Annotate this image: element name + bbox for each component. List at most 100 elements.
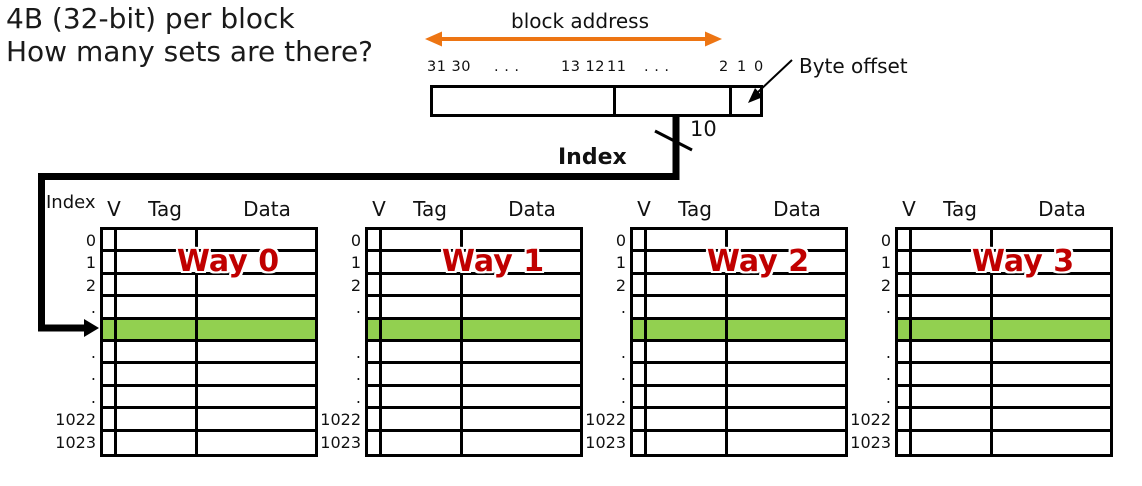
row-index-label: 2 <box>880 275 891 295</box>
data-cell <box>993 297 1110 316</box>
tag-cell <box>117 341 198 362</box>
tag-cell <box>912 364 993 384</box>
valid-cell <box>368 364 382 384</box>
row-index-label: 0 <box>880 231 891 250</box>
valid-cell <box>898 431 912 454</box>
cache-row <box>368 409 580 432</box>
row-index-label: . <box>355 387 361 407</box>
data-cell <box>728 409 845 428</box>
tag-cell <box>382 386 463 407</box>
valid-cell <box>633 386 647 407</box>
tag-cell <box>647 319 728 339</box>
data-cell <box>198 409 315 428</box>
cache-row <box>368 431 580 454</box>
index-bit-count-label: 10 <box>690 117 717 141</box>
bit-label-13-12: 13 12 <box>561 59 606 75</box>
selected-set-row <box>368 319 580 342</box>
selected-set-row <box>103 319 315 342</box>
data-cell <box>993 320 1110 339</box>
cache-row <box>368 297 580 320</box>
valid-cell <box>103 431 117 454</box>
row-index-label: . <box>355 365 361 385</box>
tag-cell <box>647 364 728 384</box>
selected-set-row <box>633 319 845 342</box>
bit-label-2: 2 <box>719 59 729 75</box>
valid-cell <box>898 274 912 295</box>
row-index-label: . <box>620 387 626 407</box>
tag-cell <box>912 431 993 454</box>
valid-cell <box>633 341 647 362</box>
cache-row <box>368 341 580 365</box>
way-label: Way 1 <box>441 244 545 279</box>
valid-cell <box>368 319 382 339</box>
valid-cell <box>368 431 382 454</box>
valid-cell <box>633 431 647 454</box>
row-index-label <box>303 320 361 342</box>
tag-cell <box>647 431 728 454</box>
data-cell <box>463 342 580 361</box>
tag-cell <box>117 386 198 407</box>
valid-cell <box>103 409 117 429</box>
question-line-1: 4B (32-bit) per block <box>6 2 295 35</box>
valid-cell <box>898 341 912 362</box>
row-index-label: 1023 <box>320 432 361 452</box>
valid-cell <box>633 364 647 384</box>
row-index-label: 1022 <box>320 410 361 430</box>
data-cell <box>463 432 580 454</box>
row-index-label: . <box>885 365 891 385</box>
tag-cell <box>647 297 728 317</box>
row-index-label: 1023 <box>850 432 891 452</box>
cache-row <box>368 386 580 410</box>
block-address-arrow <box>425 31 722 47</box>
bit-ellipsis-high: . . . <box>494 59 520 75</box>
valid-cell <box>898 386 912 407</box>
selected-set-row <box>898 319 1110 342</box>
valid-column-header: V <box>902 197 916 221</box>
tag-cell <box>647 230 728 250</box>
data-cell <box>198 320 315 339</box>
data-cell <box>728 364 845 383</box>
bit-label-11: 11 <box>607 59 627 75</box>
tag-cell <box>912 230 993 250</box>
tag-cell <box>117 297 198 317</box>
row-index-label: 0 <box>85 231 96 250</box>
tag-cell <box>912 341 993 362</box>
cache-row <box>898 297 1110 320</box>
row-index-label: . <box>885 387 891 407</box>
tag-cell <box>382 409 463 429</box>
data-column-header: Data <box>1038 197 1086 221</box>
tag-cell <box>647 341 728 362</box>
valid-cell <box>368 409 382 429</box>
valid-column-header: V <box>107 197 121 221</box>
valid-cell <box>103 297 117 317</box>
row-index-label: . <box>90 365 96 385</box>
cache-row <box>633 386 845 410</box>
row-index-label: . <box>355 342 361 362</box>
cache-row <box>633 431 845 454</box>
valid-cell <box>633 297 647 317</box>
data-cell <box>463 364 580 383</box>
row-index-label: 2 <box>85 275 96 295</box>
tag-column-header: Tag <box>678 197 712 221</box>
address-divider-tag-index <box>613 88 616 114</box>
tag-cell <box>912 409 993 429</box>
tag-cell <box>117 431 198 454</box>
valid-cell <box>898 252 912 272</box>
row-index-label: 1022 <box>55 410 96 430</box>
tag-cell <box>912 252 993 272</box>
data-cell <box>728 432 845 454</box>
address-field-byte-offset <box>732 88 760 114</box>
cache-row <box>633 364 845 387</box>
cache-row <box>898 431 1110 454</box>
data-cell <box>198 387 315 406</box>
valid-cell <box>103 386 117 407</box>
tag-cell <box>912 386 993 407</box>
way-label: Way 0 <box>176 244 280 279</box>
tag-column-header: Tag <box>413 197 447 221</box>
row-index-label: 1022 <box>850 410 891 430</box>
tag-column-header: Tag <box>148 197 182 221</box>
data-cell <box>198 297 315 316</box>
bit-label-31-30: 31 30 <box>427 59 472 75</box>
